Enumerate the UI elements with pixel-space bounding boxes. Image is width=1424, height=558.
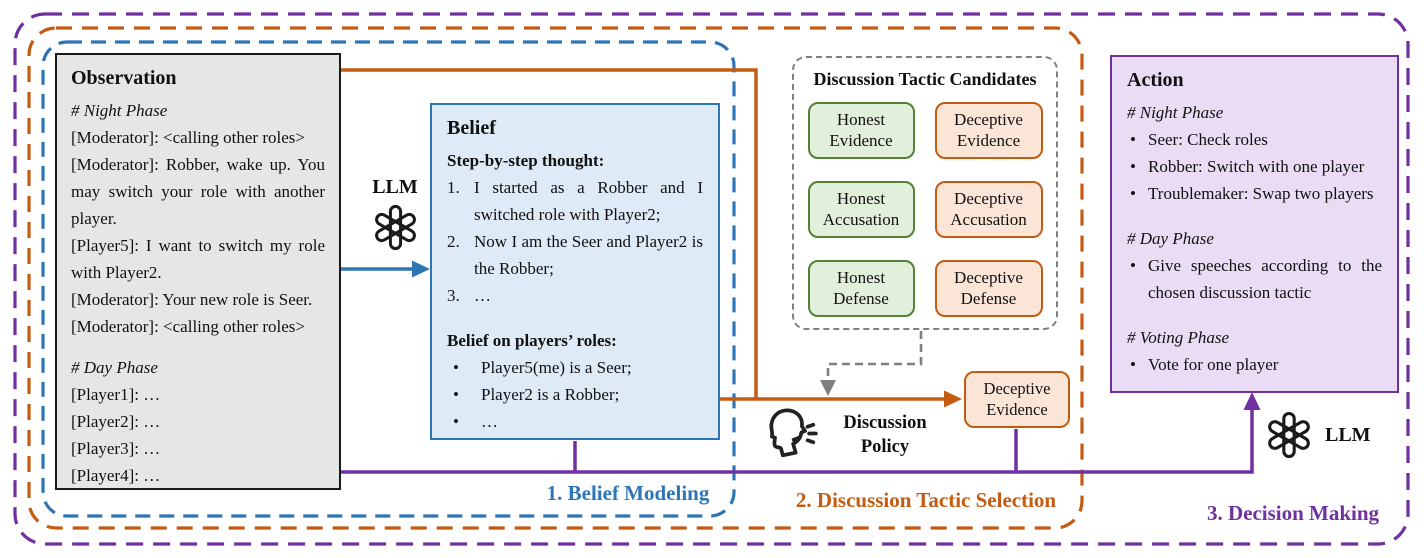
stage-label-tactic-selection: 2. Discussion Tactic Selection — [795, 488, 1057, 512]
tactic-deceptive-evidence: Deceptive Evidence — [934, 102, 1043, 159]
observation-line: [Player3]: … — [71, 439, 161, 458]
tactic-deceptive-accusation: Deceptive Accusation — [934, 181, 1043, 238]
action-section-heading: # Night Phase — [1127, 103, 1224, 122]
action-bullet: Troublemaker: Swap two players — [1127, 180, 1382, 207]
observation-line: [Player1]: … — [71, 385, 161, 404]
tactic-honest-defense: Honest Defense — [807, 260, 915, 317]
action-bullet: Give speeches according to the chosen di… — [1127, 252, 1382, 306]
action-bullet: Robber: Switch with one player — [1127, 153, 1382, 180]
observation-line: # Night Phase — [71, 101, 168, 120]
llm-label: LLM — [372, 176, 418, 198]
openai-logo-icon — [1268, 411, 1310, 459]
belief-box: Belief Step-by-step thought: 1.I started… — [430, 103, 720, 440]
action-section-heading: # Voting Phase — [1127, 328, 1229, 347]
observation-line: [Moderator]: Robber, wake up. You may sw… — [71, 155, 325, 228]
belief-role-item: Player2 is a Robber; — [447, 381, 703, 408]
belief-role-item: … — [447, 408, 703, 435]
llm-right — [1265, 411, 1313, 464]
tactic-deceptive-defense: Deceptive Defense — [934, 260, 1043, 317]
observation-line: [Player4]: … — [71, 466, 161, 485]
observation-to-belief-arrowhead — [412, 260, 430, 278]
observation-to-policy-line — [341, 68, 758, 399]
action-box: Action # Night Phase Seer: Check roles R… — [1110, 55, 1399, 393]
belief-thought-item: 2.Now I am the Seer and Player2 is the R… — [447, 232, 703, 278]
observation-line: [Player5]: I want to switch my role with… — [71, 236, 325, 282]
action-section-heading: # Day Phase — [1127, 229, 1214, 248]
llm-left: LLM — [360, 176, 430, 256]
observation-box: Observation # Night Phase [Moderator]: <… — [55, 53, 341, 490]
llm-label: LLM — [1325, 424, 1371, 446]
belief-thought-item: 1.I started as a Robber and I switched r… — [447, 178, 703, 224]
observation-line: [Moderator]: <calling other roles> — [71, 317, 305, 336]
belief-modeling-frame — [41, 40, 736, 518]
action-arrowhead — [1243, 392, 1261, 410]
observation-line: [Moderator]: <calling other roles> — [71, 128, 305, 147]
observation-line: # Day Phase — [71, 358, 158, 377]
belief-thought-item: 3.… — [447, 286, 491, 305]
discussion-policy-label: Discussion Policy — [843, 413, 927, 457]
belief-roles-heading: Belief on players’ roles: — [447, 331, 617, 350]
speaking-head-icon — [760, 404, 820, 467]
tactic-selection-frame — [27, 26, 1084, 530]
decision-path-line — [341, 402, 1254, 474]
decision-making-frame — [13, 12, 1410, 546]
observation-title: Observation — [71, 67, 177, 89]
stage-label-belief-modeling: 1. Belief Modeling — [546, 481, 710, 505]
tactic-honest-accusation: Honest Accusation — [807, 181, 915, 238]
observation-line: [Player2]: … — [71, 412, 161, 431]
action-bullet: Vote for one player — [1127, 351, 1382, 378]
belief-thought-heading: Step-by-step thought: — [447, 151, 605, 170]
belief-title: Belief — [447, 117, 496, 139]
tactic-honest-evidence: Honest Evidence — [807, 102, 915, 159]
candidates-to-policy-arrowhead — [820, 380, 836, 396]
action-title: Action — [1127, 69, 1184, 91]
discussion-tactic-candidates-box: Discussion Tactic Candidates Honest Evid… — [792, 56, 1058, 330]
action-bullet: Seer: Check roles — [1127, 126, 1382, 153]
selected-tactic-box: Deceptive Evidence — [964, 371, 1070, 428]
observation-line: [Moderator]: Your new role is Seer. — [71, 290, 313, 309]
candidates-to-policy-dashed-line — [826, 331, 923, 382]
candidates-title: Discussion Tactic Candidates — [813, 69, 1037, 89]
candidates-grid: Honest Evidence Deceptive Evidence Hones… — [804, 102, 1046, 317]
belief-role-item: Player5(me) is a Seer; — [447, 354, 703, 381]
openai-logo-icon — [374, 204, 416, 251]
tactic-arrowhead — [944, 390, 962, 408]
stage-label-decision-making: 3. Decision Making — [1206, 501, 1380, 525]
